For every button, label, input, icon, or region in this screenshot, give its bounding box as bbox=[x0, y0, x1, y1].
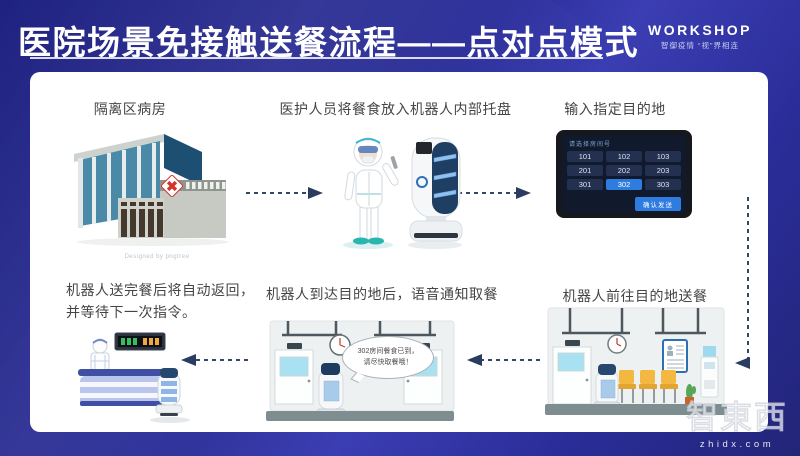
slide-title: 医院场景免接触送餐流程——点对点模式 bbox=[18, 24, 639, 61]
building-roof-slab bbox=[74, 134, 164, 162]
room-option: 103 bbox=[645, 151, 681, 162]
zhidx-watermark: 智東西 zhidx.com bbox=[686, 392, 788, 450]
front-doors bbox=[121, 202, 163, 237]
watermark-domain: zhidx.com bbox=[699, 439, 775, 450]
destination-hallway-scene bbox=[545, 307, 727, 415]
delivery-robot-small bbox=[155, 368, 183, 416]
red-cross-icon bbox=[161, 175, 183, 197]
waiting-chairs bbox=[618, 370, 678, 403]
room-option: 303 bbox=[645, 179, 681, 190]
scene-floor bbox=[545, 404, 727, 415]
room-option: 102 bbox=[606, 151, 642, 162]
reception-desk bbox=[78, 369, 164, 406]
room-door-left bbox=[274, 343, 314, 405]
flow-arrows bbox=[181, 187, 750, 369]
nurse-figure bbox=[90, 338, 110, 371]
bubble-line2: 请尽快取餐哦！ bbox=[363, 358, 413, 366]
destination-tablet: 请选择房间号 101 102 103 201 202 203 301 302 3… bbox=[556, 130, 692, 218]
building-pillar bbox=[78, 158, 83, 228]
confirm-send-button: 确认发送 bbox=[635, 197, 681, 211]
robot-shadow bbox=[150, 417, 190, 423]
room-option: 201 bbox=[567, 165, 603, 176]
nurse-loading-robot-illustration bbox=[343, 137, 463, 249]
label-auto-return-line1: 机器人送完餐后将自动返回， bbox=[66, 282, 255, 298]
tablet-screen: 请选择房间号 101 102 103 201 202 203 301 302 3… bbox=[562, 135, 686, 213]
wing-body bbox=[160, 191, 226, 238]
design-credit: Designed by pngtree bbox=[124, 254, 190, 260]
cactus-plant bbox=[685, 384, 696, 405]
bubble-line1: 302房间餐食已到， bbox=[357, 348, 419, 355]
arrow-step3-to-step4 bbox=[735, 197, 750, 369]
room-option: 101 bbox=[567, 151, 603, 162]
delivery-robot bbox=[409, 137, 463, 242]
room-option: 203 bbox=[645, 165, 681, 176]
robot-logo bbox=[416, 176, 428, 188]
hallway-door bbox=[552, 340, 592, 405]
logo-brand-text: WORKSHOP bbox=[648, 22, 752, 38]
workshop-logo: WORKSHOP 智御疫情 “视”界相连 bbox=[640, 22, 760, 51]
robot-shadow bbox=[408, 241, 462, 249]
clock-hands bbox=[616, 338, 622, 347]
building-dark-roof bbox=[164, 134, 202, 186]
scene-floor bbox=[266, 411, 454, 421]
nurse-station-scene bbox=[78, 332, 190, 423]
water-dispenser bbox=[700, 346, 719, 398]
label-arrive-notify: 机器人到达目的地后，语音通知取餐 bbox=[266, 286, 498, 302]
hospital-building-illustration bbox=[74, 134, 228, 246]
title-underline bbox=[30, 57, 603, 59]
label-deliver: 机器人前往目的地送餐 bbox=[562, 288, 708, 304]
led-display-board bbox=[114, 332, 166, 351]
label-auto-return: 机器人送完餐后将自动返回， 并等待下一次指令。 bbox=[66, 280, 281, 323]
robot-speech-bubble: 302房间餐食已到， 请尽快取餐哦！ bbox=[342, 336, 434, 379]
content-panel: 隔离区病房 医护人员将餐食放入机器人内部托盘 输入指定目的地 机器人前往目的地送… bbox=[30, 72, 768, 432]
label-input-destination: 输入指定目的地 bbox=[564, 101, 666, 117]
room-option: 301 bbox=[567, 179, 603, 190]
ceiling-rails bbox=[562, 308, 706, 335]
room-grid: 101 102 103 201 202 203 301 302 303 bbox=[567, 151, 681, 190]
notice-board bbox=[662, 339, 688, 373]
robot-screen bbox=[416, 142, 432, 154]
label-load-meal: 医护人员将餐食放入机器人内部托盘 bbox=[279, 101, 512, 117]
building-shadow bbox=[77, 238, 228, 246]
ppe-nurse bbox=[344, 137, 399, 245]
label-isolation-ward: 隔离区病房 bbox=[93, 101, 167, 117]
room-option-selected: 302 bbox=[606, 179, 642, 190]
logo-tagline: 智御疫情 “视”界相连 bbox=[660, 41, 740, 50]
room-option: 202 bbox=[606, 165, 642, 176]
clock-hands bbox=[339, 338, 346, 348]
ceiling-rails bbox=[282, 321, 436, 337]
watermark-brand: 智東西 bbox=[685, 399, 788, 436]
label-auto-return-line2: 并等待下一次指令。 bbox=[66, 303, 197, 320]
wing-windows bbox=[186, 182, 226, 189]
tablet-header: 请选择房间号 bbox=[569, 142, 612, 148]
